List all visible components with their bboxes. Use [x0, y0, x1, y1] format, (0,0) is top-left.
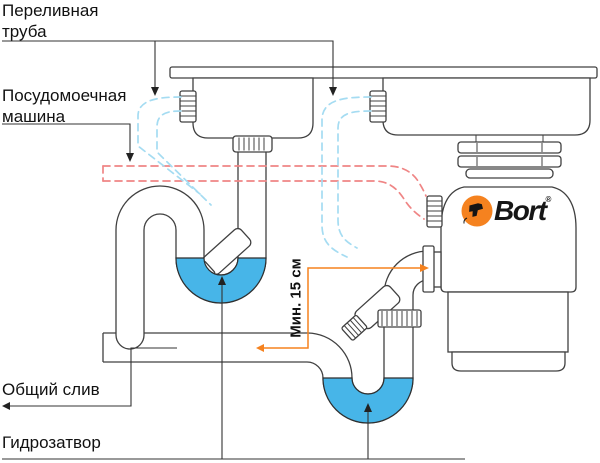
disposer-mount-assembly: [457, 135, 562, 179]
sink-left: [192, 77, 314, 139]
brand-name: Bort: [494, 195, 547, 226]
leader-dishwasher: [2, 123, 134, 162]
leader-common-drain: [2, 347, 177, 410]
overflow-connector-left: [179, 90, 197, 123]
label-dishwasher: Посудомоечная машина: [2, 86, 127, 126]
overflow-hose-left: [137, 96, 212, 206]
dishwasher-inlet-barb: [426, 195, 443, 228]
sink-drain-flange: [232, 135, 273, 153]
label-common-drain: Общий слив: [2, 380, 100, 399]
drill-spark: [463, 217, 468, 224]
trap-water-right: [322, 377, 414, 424]
disposer-logo: [461, 195, 493, 227]
drill-icon: [469, 203, 483, 217]
leader-water-trap: [2, 276, 465, 460]
drain-pipe-horizontal: [102, 332, 324, 379]
disposer-base: [451, 351, 566, 372]
countertop: [169, 66, 598, 79]
sink-right: [382, 77, 591, 136]
leader-overflow-pipe: [2, 40, 337, 96]
label-water-trap: Гидрозатвор: [2, 433, 101, 452]
overflow-hose-right: [321, 96, 372, 258]
brand-wordmark: Bort®: [494, 195, 551, 227]
overflow-connector-right: [369, 90, 387, 123]
label-overflow-pipe: Переливная труба: [2, 1, 99, 41]
compression-nut: [377, 309, 422, 328]
dishwasher-hose: [102, 165, 427, 220]
disposer-motor-housing: [447, 291, 569, 353]
dimension-min-height-lines: [256, 264, 429, 352]
registered-mark: ®: [545, 195, 552, 204]
dimension-min-height-label: Мин. 15 см: [287, 258, 305, 338]
